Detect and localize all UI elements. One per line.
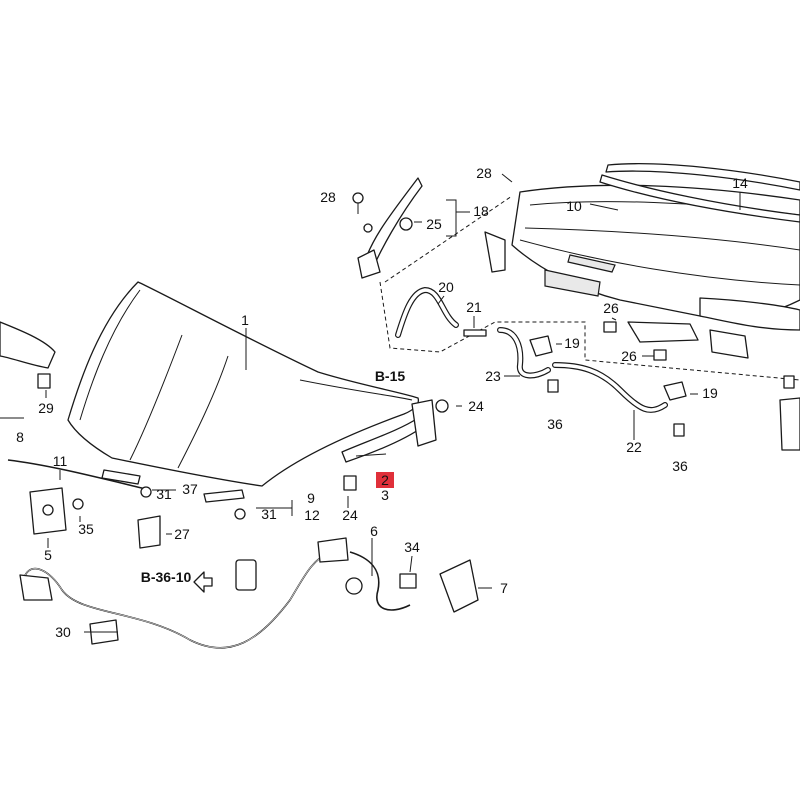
right-edge-bracket[interactable] [779,375,800,451]
label-24-lower: 24 [342,507,358,523]
cowl-seal[interactable] [599,163,800,223]
label-34: 34 [404,539,420,555]
fastener-34[interactable] [399,573,417,589]
label-22: 22 [626,439,642,455]
label-2: 2 [381,472,389,488]
label-3: 3 [381,487,389,503]
screw-28-left[interactable] [352,192,364,214]
washer-nozzle-19-left[interactable] [529,335,553,357]
pad-9[interactable] [203,489,245,503]
release-lever-icon[interactable] [235,559,257,591]
label-7: 7 [500,580,508,596]
label-28-right: 28 [476,165,492,181]
reference-b15[interactable]: B-15 [375,368,406,384]
hood-support-strut[interactable] [357,177,423,279]
label-19-left: 19 [564,335,580,351]
label-37: 37 [182,481,198,497]
label-29: 29 [38,400,54,416]
label-25: 25 [426,216,442,232]
clip-29[interactable] [37,373,51,389]
washer-hose-22[interactable] [552,362,668,413]
bolt-31-lower[interactable] [234,508,246,520]
label-20: 20 [438,279,454,295]
label-11: 11 [53,453,68,469]
hood-hinge[interactable] [341,399,437,463]
clip-25[interactable] [399,217,413,231]
clip-36-left[interactable] [547,379,559,393]
highlight-box-2 [376,472,394,488]
label-35: 35 [78,521,94,537]
label-5: 5 [44,547,52,563]
bracket-27[interactable] [137,515,161,549]
label-9: 9 [307,490,315,506]
side-seal-bracket[interactable] [0,321,56,369]
cowl-clip-26-lower[interactable] [653,349,667,361]
subassembly-outline [379,281,800,381]
label-31-lower: 31 [261,506,277,522]
label-30: 30 [55,624,71,640]
pad-37[interactable] [101,469,141,485]
bolt-31-upper[interactable] [140,486,152,498]
label-19-right: 19 [702,385,718,401]
label-21: 21 [466,299,482,315]
bolt-35[interactable] [72,498,84,510]
label-31-upper: 31 [156,486,172,502]
label-26-upper: 26 [603,300,619,316]
cowl-clip-26-upper[interactable] [603,321,617,333]
label-28-left: 28 [320,189,336,205]
outline-edge [384,195,513,283]
label-24-upper: 24 [468,398,484,414]
washer-hose-23[interactable] [497,327,551,379]
clip-36-right[interactable] [673,423,685,437]
reference-b3610[interactable]: B-36-10 [141,569,192,585]
bolt-24-lower[interactable] [343,475,357,491]
label-8: 8 [16,429,24,445]
joint-21[interactable] [463,329,487,337]
cable-guide-6[interactable] [317,537,363,595]
label-6: 6 [370,523,378,539]
release-handle-7[interactable] [439,559,479,613]
arrow-left-icon[interactable] [193,571,213,593]
cowl-top-panel[interactable] [484,184,800,331]
washer-nozzle-19-right[interactable] [663,381,687,401]
bolt-24-upper[interactable] [435,399,449,413]
label-14: 14 [732,175,748,191]
hood-panel[interactable] [67,281,420,487]
hood-latch-5[interactable] [29,487,67,535]
label-26-lower: 26 [621,348,637,364]
cable-end-latch[interactable] [19,574,53,601]
label-36-left: 36 [547,416,563,432]
label-1: 1 [241,312,249,328]
cowl-cover-piece[interactable] [627,321,749,359]
hood-rod-11[interactable] [7,459,151,491]
label-36-right: 36 [672,458,688,474]
label-23: 23 [485,368,501,384]
washer-hose-20[interactable] [395,287,459,338]
label-12: 12 [304,507,320,523]
label-27: 27 [174,526,190,542]
label-18: 18 [473,203,489,219]
label-10: 10 [566,198,582,214]
release-cable[interactable] [23,551,411,649]
